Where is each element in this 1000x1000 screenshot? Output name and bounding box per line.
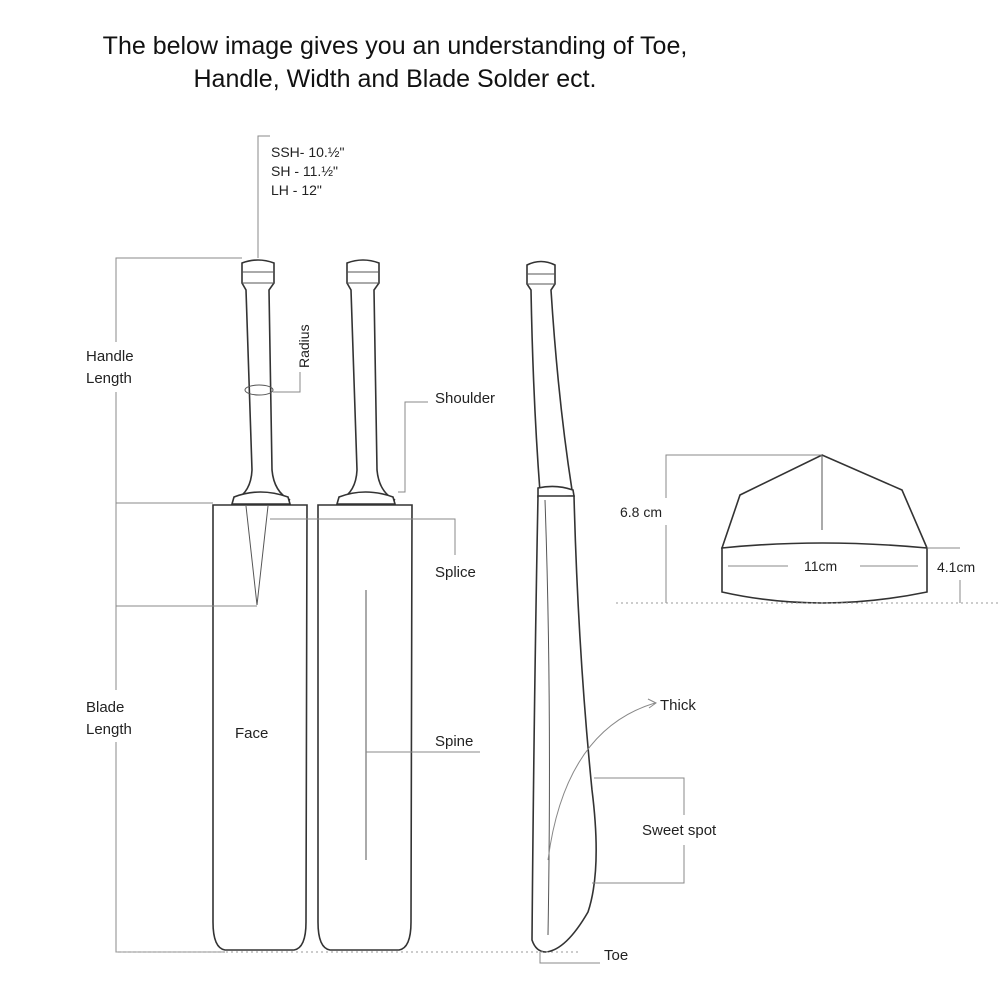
height-label: 6.8 cm bbox=[620, 504, 662, 520]
side-collar bbox=[537, 485, 575, 498]
thick-label: Thick bbox=[660, 697, 696, 714]
back-collar bbox=[335, 491, 397, 505]
handle-size-ssh: SSH- 10.½" bbox=[271, 144, 344, 160]
back-blade bbox=[317, 504, 413, 951]
radius-leader bbox=[273, 372, 301, 393]
front-blade bbox=[212, 504, 308, 951]
side-bat-handle bbox=[526, 260, 573, 493]
thick-arrowhead bbox=[647, 698, 657, 709]
handle-length-bracket-bottom bbox=[115, 392, 213, 504]
handle-length-label-1: Handle bbox=[86, 348, 134, 365]
side-bat bbox=[526, 260, 597, 953]
edge-label: 4.1cm bbox=[937, 559, 975, 575]
handle-length-bracket-top bbox=[115, 257, 242, 342]
side-blade bbox=[531, 495, 597, 953]
face-label: Face bbox=[235, 725, 268, 742]
labels: SSH- 10.½" SH - 11.½" LH - 12" Handle Le… bbox=[86, 144, 975, 964]
cross-section-base bbox=[721, 542, 928, 604]
handle-size-lh: LH - 12" bbox=[271, 182, 322, 198]
radius-label: Radius bbox=[296, 324, 312, 368]
handle-size-sh: SH - 11.½" bbox=[271, 163, 338, 179]
front-radius-ring bbox=[244, 384, 274, 396]
blade-length-bracket-bottom bbox=[115, 742, 225, 953]
leader-lines bbox=[115, 135, 1000, 964]
front-bat-handle bbox=[234, 259, 291, 501]
caption-line-1: The below image gives you an understandi… bbox=[102, 32, 688, 60]
cross-section-top bbox=[720, 454, 929, 549]
sweet-spot-bracket-top bbox=[594, 777, 685, 815]
front-collar bbox=[230, 491, 292, 505]
width-label: 11cm bbox=[804, 558, 837, 574]
blade-length-label-2: Length bbox=[86, 721, 132, 738]
sweet-spot-bracket-bottom bbox=[592, 845, 685, 884]
back-bat bbox=[317, 259, 413, 951]
splice-leader bbox=[270, 518, 456, 555]
spine-label: Spine bbox=[435, 733, 473, 750]
back-bat-handle bbox=[339, 259, 396, 501]
caption: The below image gives you an understandi… bbox=[0, 30, 790, 96]
toe-leader bbox=[539, 952, 600, 964]
height-bracket-top bbox=[665, 454, 822, 498]
thick-arrow bbox=[547, 702, 656, 861]
front-bat bbox=[212, 259, 308, 951]
side-blade-edge bbox=[544, 499, 550, 936]
caption-line-2: Handle, Width and Blade Solder ect. bbox=[193, 65, 597, 93]
cross-section bbox=[720, 454, 929, 604]
toe-label: Toe bbox=[604, 947, 628, 964]
blade-length-label-1: Blade bbox=[86, 699, 124, 716]
shoulder-label: Shoulder bbox=[435, 390, 495, 407]
handle-size-leader bbox=[257, 135, 270, 258]
splice-label: Splice bbox=[435, 564, 476, 581]
splice-v bbox=[245, 505, 269, 606]
sweet-spot-label: Sweet spot bbox=[642, 822, 717, 839]
handle-length-label-2: Length bbox=[86, 370, 132, 387]
shoulder-leader bbox=[398, 401, 428, 493]
